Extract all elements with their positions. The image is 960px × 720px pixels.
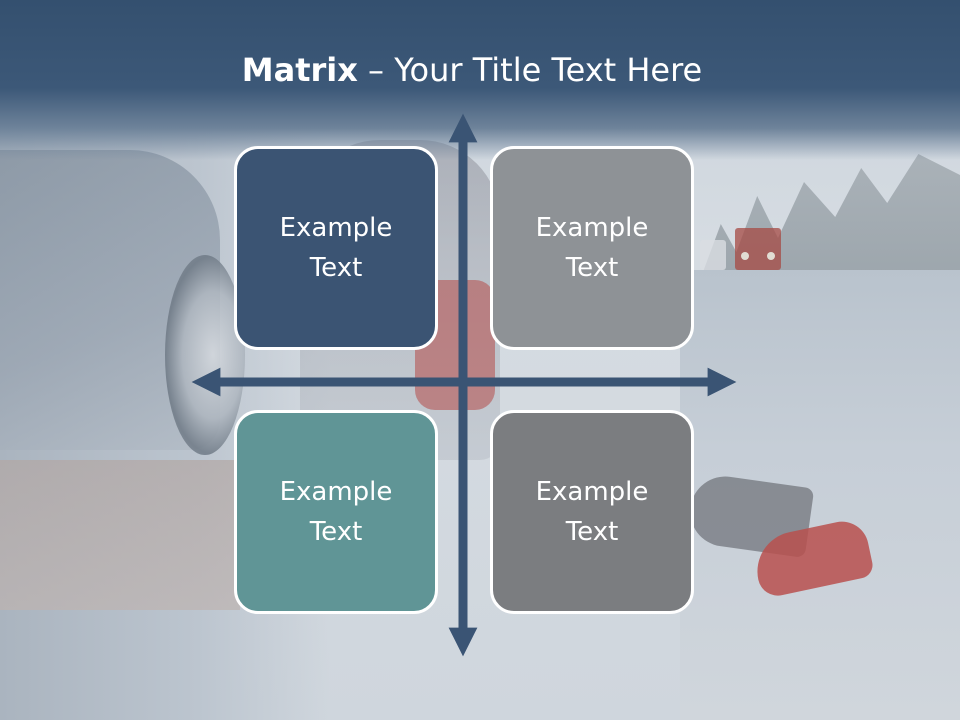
quadrant-text: Example Text bbox=[535, 213, 649, 283]
quadrant-top-right[interactable]: Example Text bbox=[490, 146, 694, 350]
slide-title[interactable]: Matrix – Your Title Text Here bbox=[0, 48, 944, 92]
quadrant-bottom-right[interactable]: Example Text bbox=[490, 410, 694, 614]
truck-shape bbox=[735, 228, 781, 270]
header-band bbox=[0, 0, 960, 160]
truck-headlight-right bbox=[767, 252, 775, 260]
title-bold: Matrix bbox=[241, 51, 358, 89]
quadrant-bottom-left[interactable]: Example Text bbox=[234, 410, 438, 614]
quadrant-text: Example Text bbox=[279, 477, 393, 547]
car-tire-shape bbox=[165, 255, 245, 455]
quadrant-text: Example Text bbox=[279, 213, 393, 283]
van-shape bbox=[700, 240, 726, 270]
toolbox-shape bbox=[0, 460, 240, 610]
truck-headlight-left bbox=[741, 252, 749, 260]
quadrant-top-left[interactable]: Example Text bbox=[234, 146, 438, 350]
title-rest: – Your Title Text Here bbox=[357, 51, 703, 89]
quadrant-text: Example Text bbox=[535, 477, 649, 547]
